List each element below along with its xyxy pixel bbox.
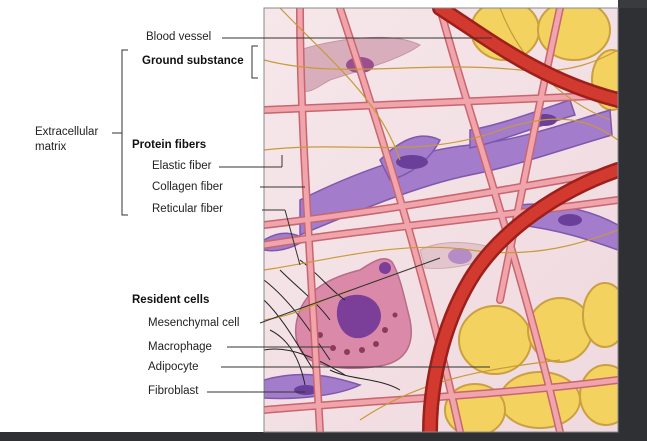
label-ground-substance: Ground substance — [142, 55, 244, 68]
label-macrophage: Macrophage — [148, 341, 212, 354]
label-resident-cells: Resident cells — [132, 294, 209, 307]
label-collagen-fiber: Collagen fiber — [152, 181, 223, 194]
label-protein-fibers: Protein fibers — [132, 139, 206, 152]
label-elastic-fiber: Elastic fiber — [152, 160, 211, 173]
label-adipocyte: Adipocyte — [148, 361, 199, 374]
label-extracellular: Extracellular — [35, 126, 98, 139]
label-mesenchymal-cell: Mesenchymal cell — [148, 317, 239, 330]
label-matrix: matrix — [35, 141, 66, 154]
label-fibroblast: Fibroblast — [148, 385, 199, 398]
label-blood-vessel: Blood vessel — [146, 31, 211, 44]
label-reticular-fiber: Reticular fiber — [152, 203, 223, 216]
